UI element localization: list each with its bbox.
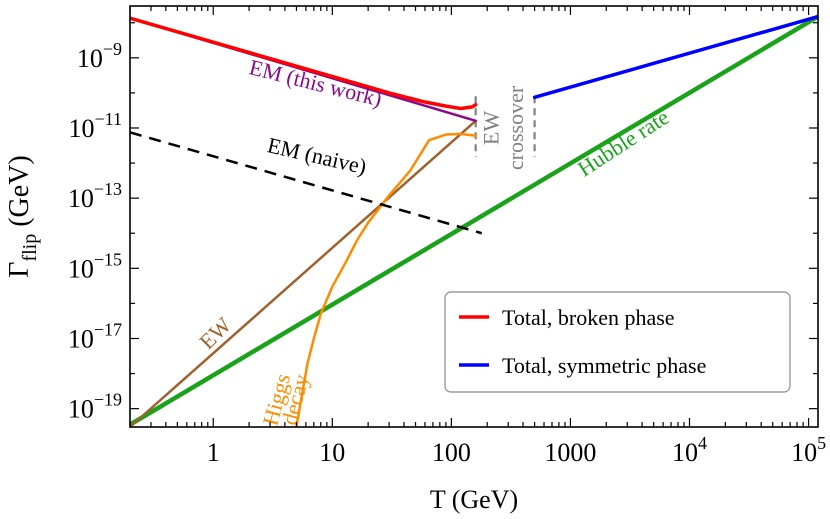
x-axis-label: T (GeV) — [430, 485, 518, 514]
series-total-broken — [130, 16, 478, 111]
y-tick-label: 10−19 — [68, 390, 122, 424]
x-tick-label: 10 — [319, 438, 345, 467]
series-ew — [130, 119, 477, 427]
legend-label-0: Total, broken phase — [502, 305, 675, 330]
annotation-0: EM (this work) — [247, 54, 385, 111]
series-hubble — [130, 14, 818, 427]
y-tick-label: 10−11 — [69, 109, 122, 143]
y-tick-label: 10−9 — [77, 39, 122, 73]
x-tick-label: 1000 — [544, 438, 596, 467]
y-tick-label: 10−13 — [68, 179, 122, 213]
annotation-6: EW — [479, 111, 504, 145]
x-tick-label: 100 — [432, 438, 471, 467]
series-total-symmetric — [532, 14, 818, 100]
y-axis-label: Γflip (GeV) — [4, 155, 41, 278]
series-higgs — [295, 132, 477, 427]
series-em-naive — [130, 131, 483, 235]
x-tick-label: 105 — [791, 433, 826, 467]
y-tick-label: 10−17 — [68, 319, 122, 353]
annotation-1: EM (naive) — [265, 132, 369, 179]
annotation-2: EW — [194, 312, 236, 354]
x-tick-label: 104 — [672, 433, 707, 467]
legend-label-1: Total, symmetric phase — [502, 353, 706, 378]
annotation-5: Hubble rate — [573, 104, 673, 181]
x-tick-label: 1 — [207, 438, 220, 467]
series-layer — [130, 14, 818, 427]
plot-frame — [129, 5, 819, 428]
ticks-layer: 1 10 100 1000 104 105 10−19 10−17 10−15 10−13 10−1… — [68, 6, 826, 467]
legend-box — [444, 291, 791, 393]
annotation-7: crossover — [503, 85, 528, 170]
y-tick-label: 10−15 — [68, 249, 122, 283]
